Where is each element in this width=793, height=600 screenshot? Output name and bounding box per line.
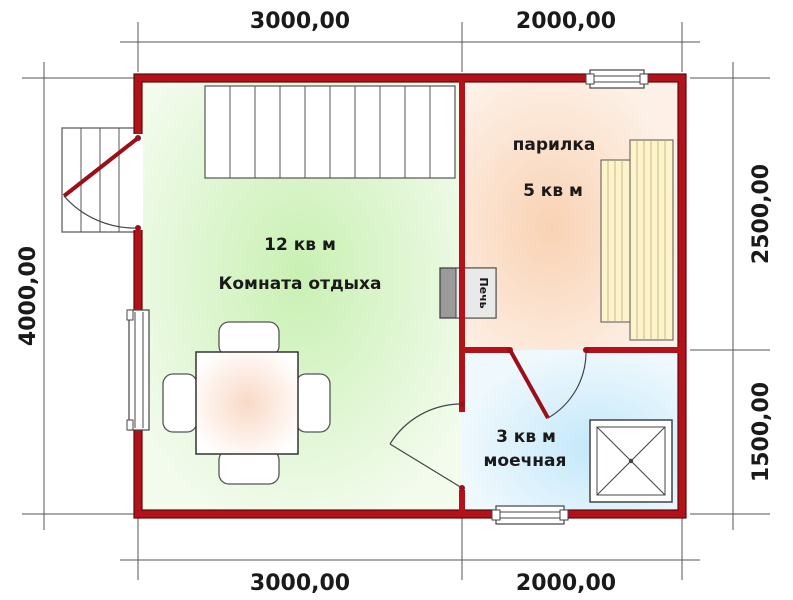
entrance-door [62,135,141,231]
dim-top-right: 2000,00 [516,9,616,34]
entrance-opening [133,134,143,230]
wash-area-label: 3 кв м [496,427,556,447]
chair-right [295,373,331,433]
dim-bottom-right: 2000,00 [516,571,616,596]
dining-table [162,321,331,485]
stove-label: Печь [477,277,490,308]
steam-name-label: парилка [513,135,596,155]
dim-right-lower: 1500,00 [749,382,774,482]
dim-left-total: 4000,00 [16,246,41,346]
shower-tray [589,419,673,503]
interior-staircase [204,85,456,179]
lounge-area-label: 12 кв м [264,235,336,255]
dim-bottom-left: 3000,00 [250,571,350,596]
chair-left [162,373,198,433]
sauna-benches [600,139,674,341]
table-top [195,351,299,455]
wash-steam-door [507,347,589,419]
walls [133,73,687,519]
entrance-stairs [61,127,139,233]
dimension-lines [22,22,770,580]
window-left [126,309,150,431]
chair-top [218,321,280,357]
window-bottom [491,505,569,525]
dim-top-left: 3000,00 [250,9,350,34]
lounge-name-label: Комната отдыха [218,274,381,294]
lounge-steam-door [389,401,465,491]
dim-right-upper: 2500,00 [749,164,774,264]
wash-name-label: моечная [484,451,567,471]
window-top [585,69,649,89]
chair-bottom [218,449,280,485]
stove: Печь [439,267,497,319]
steam-area-label: 5 кв м [523,181,583,201]
